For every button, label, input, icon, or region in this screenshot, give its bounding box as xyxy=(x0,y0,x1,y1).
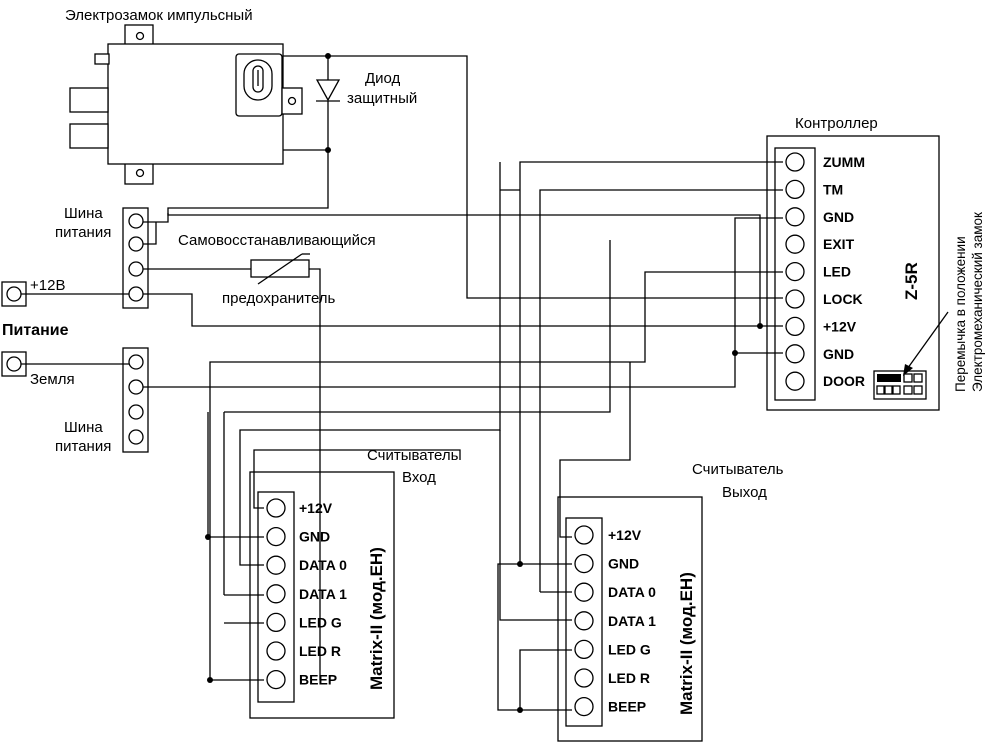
jumper-block xyxy=(873,370,927,400)
reader-out-pin-terminal xyxy=(574,553,594,574)
lock-title: Электрозамок импульсный xyxy=(65,7,253,24)
controller-pin-terminal xyxy=(785,234,805,254)
bus-top-label-line2: питания xyxy=(55,224,111,241)
reader-out-pin-label: LED G xyxy=(608,641,651,657)
controller-pin-label: GND xyxy=(823,209,854,225)
junctions xyxy=(205,53,763,713)
reader-in-label-line1: Считыватель xyxy=(367,447,459,464)
fuse-label-line2: предохранитель xyxy=(222,290,336,307)
controller-pin-terminal xyxy=(785,344,805,364)
reader-out-pin-terminal xyxy=(574,582,594,602)
reader-out-pin-terminal xyxy=(574,611,594,631)
controller-pin-label: EXIT xyxy=(823,236,855,252)
bus-top-label-line1: Шина xyxy=(64,205,103,222)
controller-title: Контроллер xyxy=(795,115,878,132)
bus-bottom-label-line1: Шина xyxy=(64,419,103,436)
protective-diode: Диод защитный xyxy=(315,70,417,107)
wires xyxy=(21,55,783,711)
power-label: Питание xyxy=(2,322,69,339)
controller: Контроллер ZUMM TM GND EXIT LED LOCK +12V GND DO… xyxy=(766,115,985,411)
reader-in-pin-label: +12V xyxy=(299,500,333,516)
reader-in-pin-label: DATA 0 xyxy=(299,557,347,573)
diode-label-line1: Диод xyxy=(365,70,401,87)
reader-out-pin-label: +12V xyxy=(608,527,642,543)
reader-out-pin-terminal xyxy=(574,639,594,660)
controller-pin-label: LED xyxy=(823,264,851,280)
reader-in-pin-terminal xyxy=(266,555,286,575)
controller-pin-label: ZUMM xyxy=(823,154,865,170)
reader-in-pin-terminal xyxy=(266,669,286,690)
reader-in-label-line2: Вход xyxy=(402,469,436,486)
controller-model: Z-5R xyxy=(902,262,921,300)
reader-out-pin-terminal xyxy=(574,696,594,717)
controller-pin-label: GND xyxy=(823,346,854,362)
reader-in-pin-label: DATA 1 xyxy=(299,586,347,602)
reader-in-pin-label: GND xyxy=(299,529,330,545)
power-bus-bottom: Шина питания xyxy=(55,347,149,455)
diode-label-line2: защитный xyxy=(347,90,417,107)
reader-out-pin-label: GND xyxy=(608,556,639,572)
controller-pin-terminal xyxy=(785,207,805,227)
reader-out-pin-terminal xyxy=(574,525,594,545)
reader-out-model: Matrix-II (мод.EH) xyxy=(677,572,696,715)
jumper-label-line2: Электромеханический замок xyxy=(970,212,985,392)
controller-pin-terminal xyxy=(785,371,805,391)
reader-out-pin-terminal xyxy=(574,668,594,688)
plus12-label: +12В xyxy=(30,277,65,294)
reader-in-pin-terminal xyxy=(266,584,286,604)
controller-pin-label: LOCK xyxy=(823,291,863,307)
bus-bottom-label-line2: питания xyxy=(55,438,111,455)
reader-in-pin-terminal xyxy=(266,498,286,518)
reader-out-pin-label: BEEP xyxy=(608,699,646,715)
controller-pin-label: TM xyxy=(823,181,843,197)
controller-pin-label: +12V xyxy=(823,318,857,334)
ground-label: Земля xyxy=(30,371,75,388)
resettable-fuse: Самовосстанавливающийся предохранитель xyxy=(178,232,376,307)
reader-out-label-line2: Выход xyxy=(722,484,767,501)
controller-pin-terminal xyxy=(785,152,805,172)
controller-pin-terminal xyxy=(785,289,805,309)
reader-exit: Считыватель Выход +12V GND DATA 0 DATA 1 LED… xyxy=(557,461,784,742)
jumper-label-line1: Перемычка в положении xyxy=(953,236,968,392)
controller-pin-terminal xyxy=(785,261,805,282)
reader-out-pin-label: DATA 0 xyxy=(608,584,656,600)
fuse-label-line1: Самовосстанавливающийся xyxy=(178,232,376,249)
power-bus-top: Шина питания xyxy=(55,205,149,309)
controller-pin-terminal xyxy=(785,316,805,337)
reader-out-pin-label: DATA 1 xyxy=(608,613,656,629)
controller-pin-terminal xyxy=(785,179,805,200)
reader-in-model: Matrix-II (мод.EH) xyxy=(367,547,386,690)
reader-in-pin-label: BEEP xyxy=(299,672,337,688)
reader-out-pin-label: LED R xyxy=(608,670,650,686)
electric-lock: Электрозамок импульсный xyxy=(65,7,303,185)
controller-pin-label: DOOR xyxy=(823,373,865,389)
reader-in-pin-terminal xyxy=(266,612,286,633)
reader-in-pin-terminal xyxy=(266,641,286,661)
reader-out-label-line1: Считыватель xyxy=(692,461,784,478)
reader-in-pin-terminal xyxy=(266,526,286,547)
